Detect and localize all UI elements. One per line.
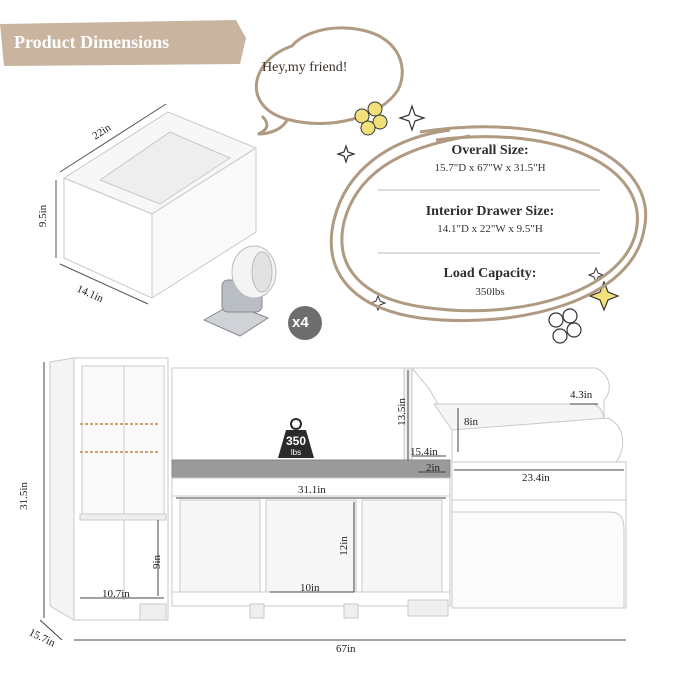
bench-depth-label: 15.4in: [410, 446, 438, 458]
load-capacity-label: Load Capacity:: [443, 266, 537, 281]
bench-width-label: 31.1in: [298, 484, 326, 496]
weight-icon-handle: [290, 418, 302, 430]
sparkle-icon: [398, 104, 426, 132]
weight-number: 350: [285, 434, 307, 448]
cubby-width-label: 10in: [300, 582, 320, 594]
drawer-dim-line: [59, 263, 149, 305]
shelf-pegs: [80, 423, 160, 453]
cubby-height-label: 12in: [337, 536, 350, 556]
total-height-label: 31.5in: [17, 482, 30, 510]
load-capacity-value: 350lbs: [475, 286, 505, 298]
weight-unit: lbs: [290, 448, 302, 457]
weight-icon: [278, 430, 314, 458]
overall-size-label: Overall Size:: [451, 143, 529, 158]
back-height-label: 13.5in: [395, 398, 408, 426]
sparkle-icon: [369, 294, 387, 312]
caster-quantity: x4: [292, 314, 309, 331]
speech-bubble: [254, 26, 404, 136]
drawer-dim-line: [59, 103, 167, 173]
dimension-lines: [39, 362, 626, 641]
drawer-height-label: 9.5in: [37, 204, 50, 228]
cabinet-illustration: [49, 357, 627, 621]
greeting-text: Hey,my friend!: [262, 60, 348, 75]
shelf-height-label: 8in: [464, 416, 479, 428]
total-width-label: 67in: [336, 643, 356, 655]
caster-wheel-icon: [202, 245, 277, 337]
sparkle-icon: [588, 280, 620, 312]
quantity-badge: [288, 306, 322, 340]
drawer-size-value: 14.1"D x 22"W x 9.5"H: [437, 223, 543, 235]
top-shelf-gap-label: 4.3in: [570, 389, 593, 401]
sparkle-icon: [336, 144, 356, 164]
flower-icon: [354, 101, 388, 136]
flower-outline-icon: [548, 308, 582, 344]
left-shelf-width-label: 10.7in: [102, 588, 130, 600]
cushion-thickness-label: 2in: [426, 462, 441, 474]
spec-frame: [329, 125, 648, 322]
page-title: Product Dimensions: [14, 32, 170, 52]
drawer-illustration: [62, 111, 258, 299]
left-shelf-height-label: 9in: [151, 554, 164, 570]
overall-size-value: 15.7"D x 67"W x 31.5"H: [434, 162, 546, 174]
right-width-label: 23.4in: [522, 472, 550, 484]
drawer-size-label: Interior Drawer Size:: [425, 204, 555, 219]
banner-brush: [0, 20, 246, 66]
